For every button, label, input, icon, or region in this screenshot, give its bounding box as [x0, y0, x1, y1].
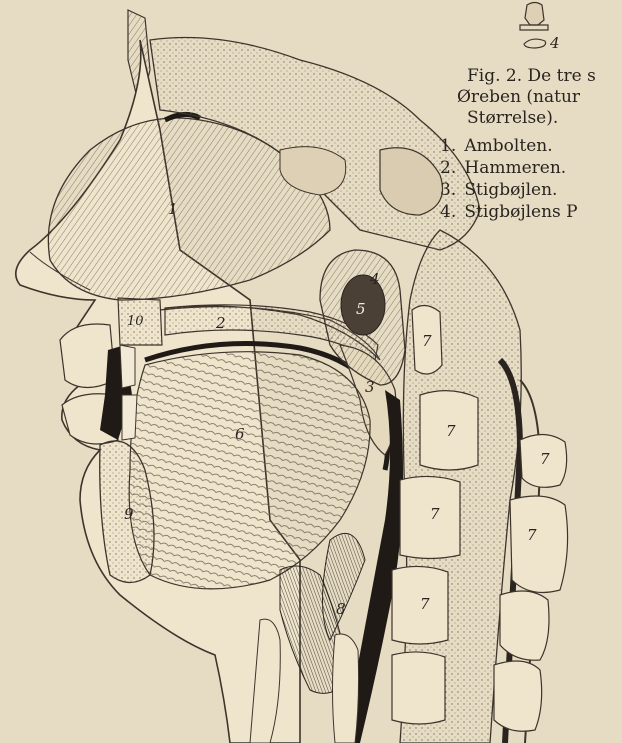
region-label-3: 3 — [365, 378, 375, 396]
region-label-2: 2 — [216, 314, 226, 332]
caption-fig-line: Fig. 2. De tre s — [467, 66, 622, 87]
region-label-7: 7 — [446, 422, 456, 440]
legend-item: 3. Stigbøjlen. — [440, 179, 578, 201]
region-label-7: 7 — [540, 450, 550, 468]
region-label-8: 8 — [336, 600, 346, 618]
region-label-7: 7 — [422, 332, 432, 350]
region-label-7: 7 — [430, 505, 440, 523]
region-label-4: 4 — [370, 270, 380, 288]
region-label-9: 9 — [124, 505, 134, 523]
region-label-7: 7 — [420, 595, 430, 613]
ear-bones-sketch — [520, 3, 548, 49]
vertebral-column — [392, 230, 568, 743]
caption-line-2: Øreben (natur — [457, 87, 622, 108]
region-label-1: 1 — [168, 200, 178, 218]
region-label-10: 10 — [127, 314, 144, 329]
legend-item: 4. Stigbøjlens P — [440, 201, 578, 223]
small-bone-number: 4 — [550, 34, 560, 52]
caption-line-3: Størrelse). — [467, 108, 622, 129]
legend-item: 2. Hammeren. — [440, 157, 578, 179]
figure-legend: 1. Ambolten. 2. Hammeren. 3. Stigbøjlen.… — [440, 135, 578, 223]
legend-item: 1. Ambolten. — [440, 135, 578, 157]
region-label-5: 5 — [356, 300, 366, 318]
figure-caption: Fig. 2. De tre s Øreben (natur Størrelse… — [467, 66, 622, 129]
region-label-7: 7 — [527, 526, 537, 544]
region-label-6: 6 — [235, 425, 245, 443]
